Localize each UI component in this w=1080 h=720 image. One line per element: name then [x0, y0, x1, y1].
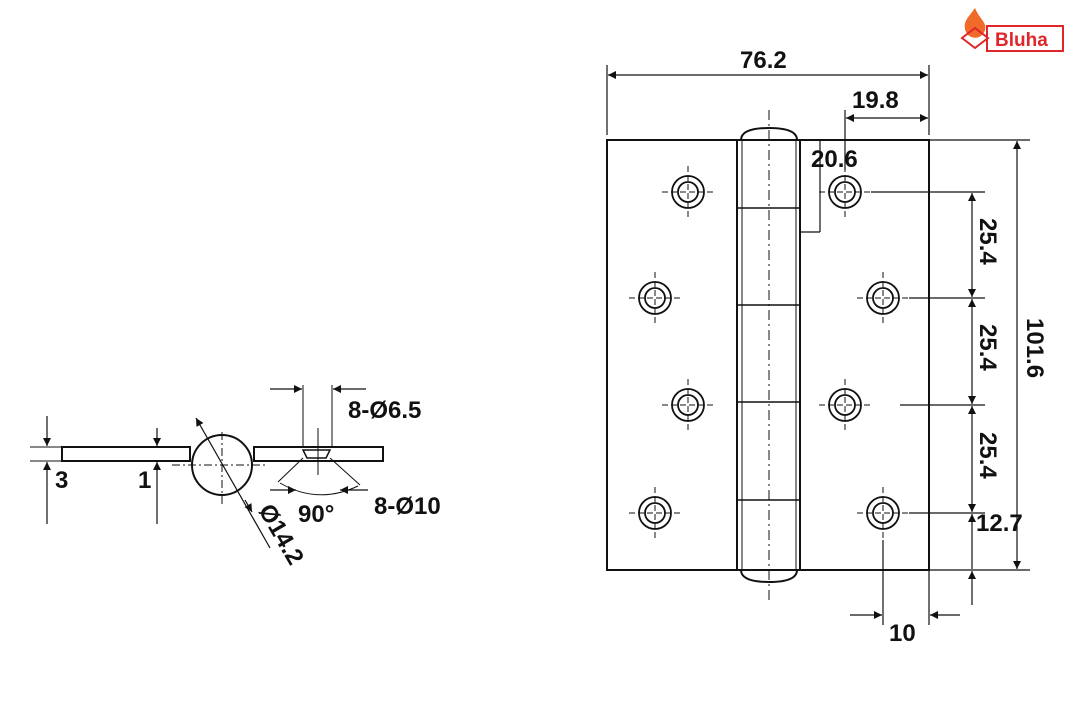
pitch-label-2: 25.4: [974, 324, 1001, 371]
side-view: [30, 385, 384, 549]
bottom-offset-label: 12.7: [976, 510, 1023, 537]
bluha-logo: Bluha: [960, 8, 1064, 52]
hole-diameter-label: 8-Ø6.5: [348, 397, 421, 424]
thickness-label: 3: [55, 467, 68, 494]
hole-inset-label: 20.6: [811, 146, 858, 173]
left-leaf-section: [61, 446, 191, 462]
pitch-label-3: 25.4: [974, 432, 1001, 479]
logo-text: Bluha: [995, 30, 1048, 51]
pitch-label-1: 25.4: [974, 218, 1001, 265]
countersink-label: 8-Ø10: [374, 493, 441, 520]
front-view: [606, 65, 1030, 625]
edge-to-hole-label: 19.8: [852, 87, 899, 114]
side-margin-label: 10: [889, 620, 916, 647]
offset-label: 1: [138, 467, 151, 494]
flame-icon: [964, 8, 986, 38]
countersunk-hole: [301, 449, 332, 459]
width-label: 76.2: [740, 47, 787, 74]
dimension-lines: [606, 65, 1030, 625]
height-label: 101.6: [1021, 318, 1048, 378]
angle-label: 90°: [298, 501, 334, 528]
